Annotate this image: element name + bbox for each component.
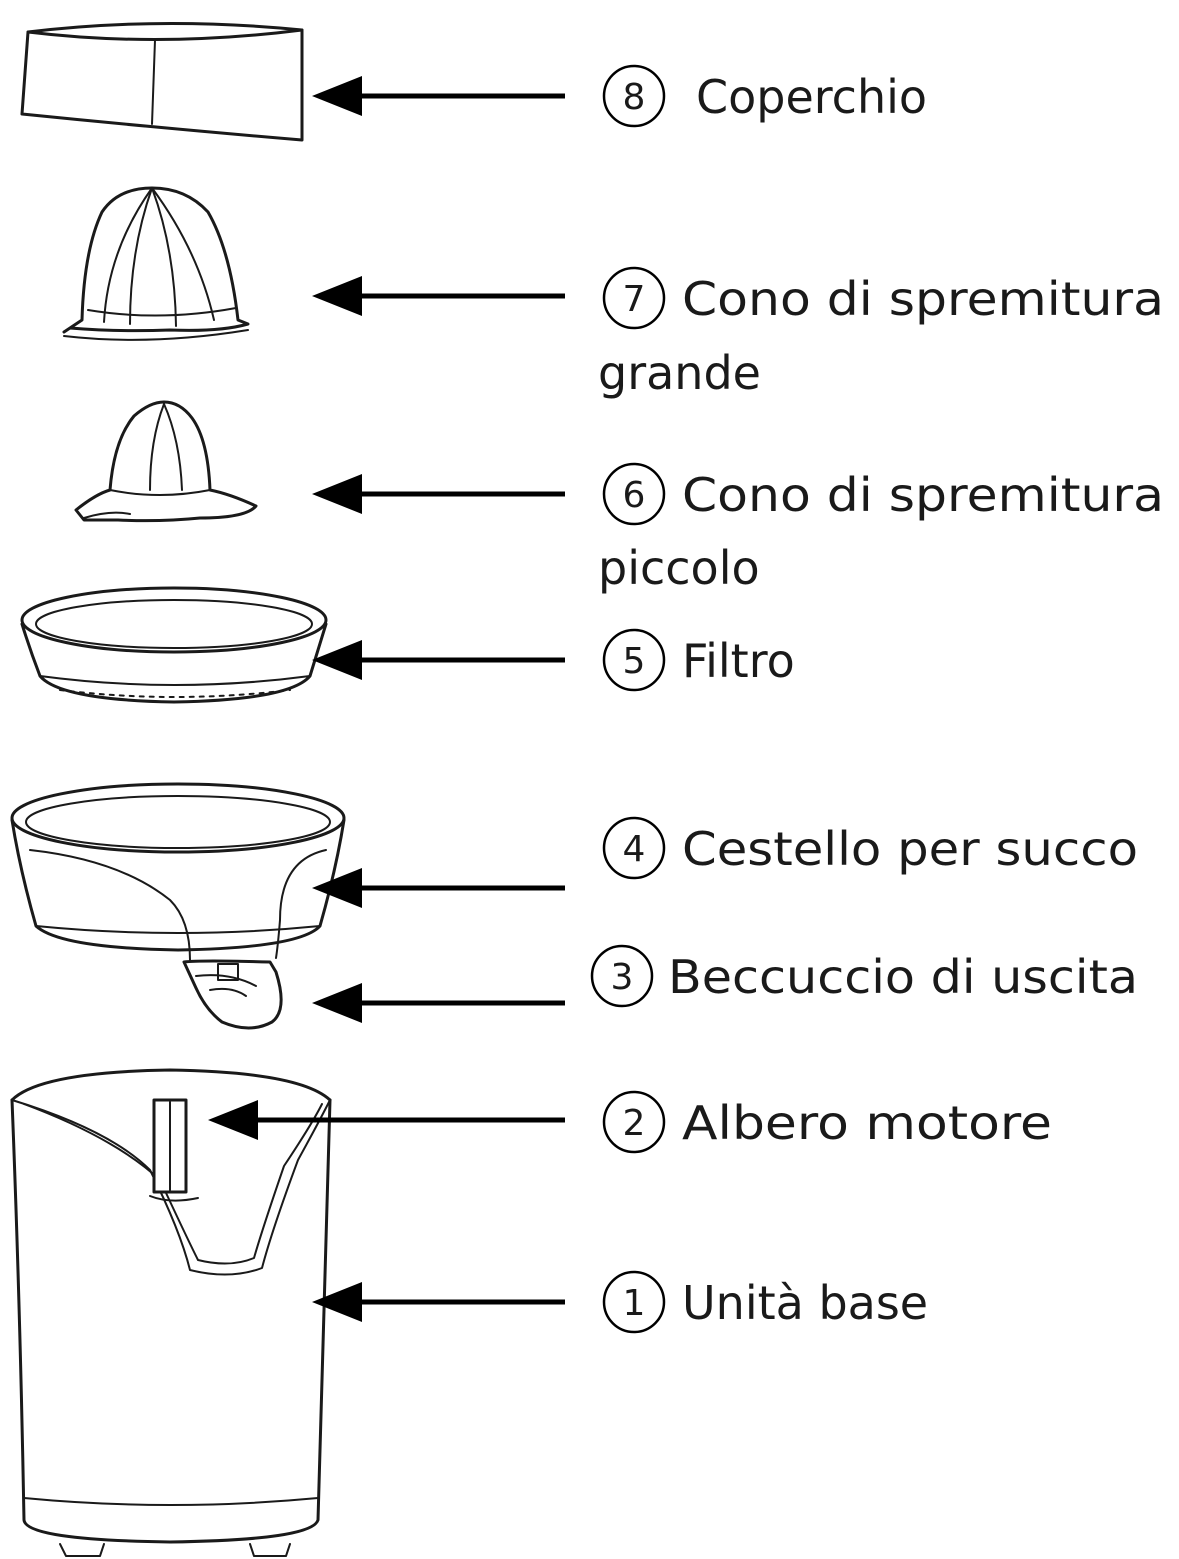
arrow-large-reamer-cone: [312, 276, 565, 316]
label-outlet-spout: 3 Beccuccio di uscita: [590, 944, 1138, 1008]
part-label: Beccuccio di uscita: [668, 950, 1138, 1004]
arrow-base-unit: [312, 1282, 565, 1322]
label-filter: 5 Filtro: [602, 628, 795, 692]
base-unit-drawing: [10, 1068, 332, 1557]
part-number: 8: [623, 77, 646, 118]
drive-shaft-drawing: [149, 1098, 199, 1202]
arrow-outlet-spout: [312, 983, 565, 1023]
arrow-juice-basket: [312, 868, 565, 908]
label-large-reamer-cone: 7 Cono di spremitura grande: [598, 266, 1164, 400]
label-small-reamer-cone: 6 Cono di spremitura piccolo: [598, 462, 1164, 595]
part-label: Cestello per succo: [682, 822, 1138, 876]
part-label: Cono di spremitura: [682, 272, 1164, 326]
lid-drawing: [20, 21, 304, 142]
part-number: 6: [623, 475, 646, 516]
part-number: 2: [623, 1103, 646, 1144]
juice-basket-drawing: [10, 782, 346, 961]
part-label: Cono di spremitura: [682, 468, 1164, 522]
arrow-small-reamer-cone: [312, 474, 565, 514]
part-label: Filtro: [682, 634, 795, 688]
outlet-spout-drawing: [182, 959, 283, 1030]
label-juice-basket: 4 Cestello per succo: [602, 816, 1138, 880]
part-label-continued: piccolo: [598, 541, 760, 595]
filter-drawing: [20, 586, 328, 704]
label-drive-shaft: 2 Albero motore: [602, 1090, 1052, 1154]
arrow-drive-shaft: [208, 1100, 565, 1140]
part-number: 5: [623, 641, 646, 682]
label-base-unit: 1 Unità base: [602, 1270, 928, 1334]
part-number: 3: [611, 957, 634, 998]
arrow-filter: [312, 640, 565, 680]
large-reamer-cone-drawing: [62, 186, 250, 341]
part-label: Coperchio: [696, 70, 927, 124]
small-reamer-cone-drawing: [74, 400, 258, 523]
part-number: 4: [623, 829, 646, 870]
label-lid: 8 Coperchio: [602, 64, 927, 128]
part-number: 1: [623, 1283, 646, 1324]
part-label: Albero motore: [682, 1096, 1052, 1150]
arrow-lid: [312, 76, 565, 116]
part-number: 7: [623, 279, 646, 320]
part-label: Unità base: [682, 1276, 928, 1330]
part-label-continued: grande: [598, 346, 761, 400]
